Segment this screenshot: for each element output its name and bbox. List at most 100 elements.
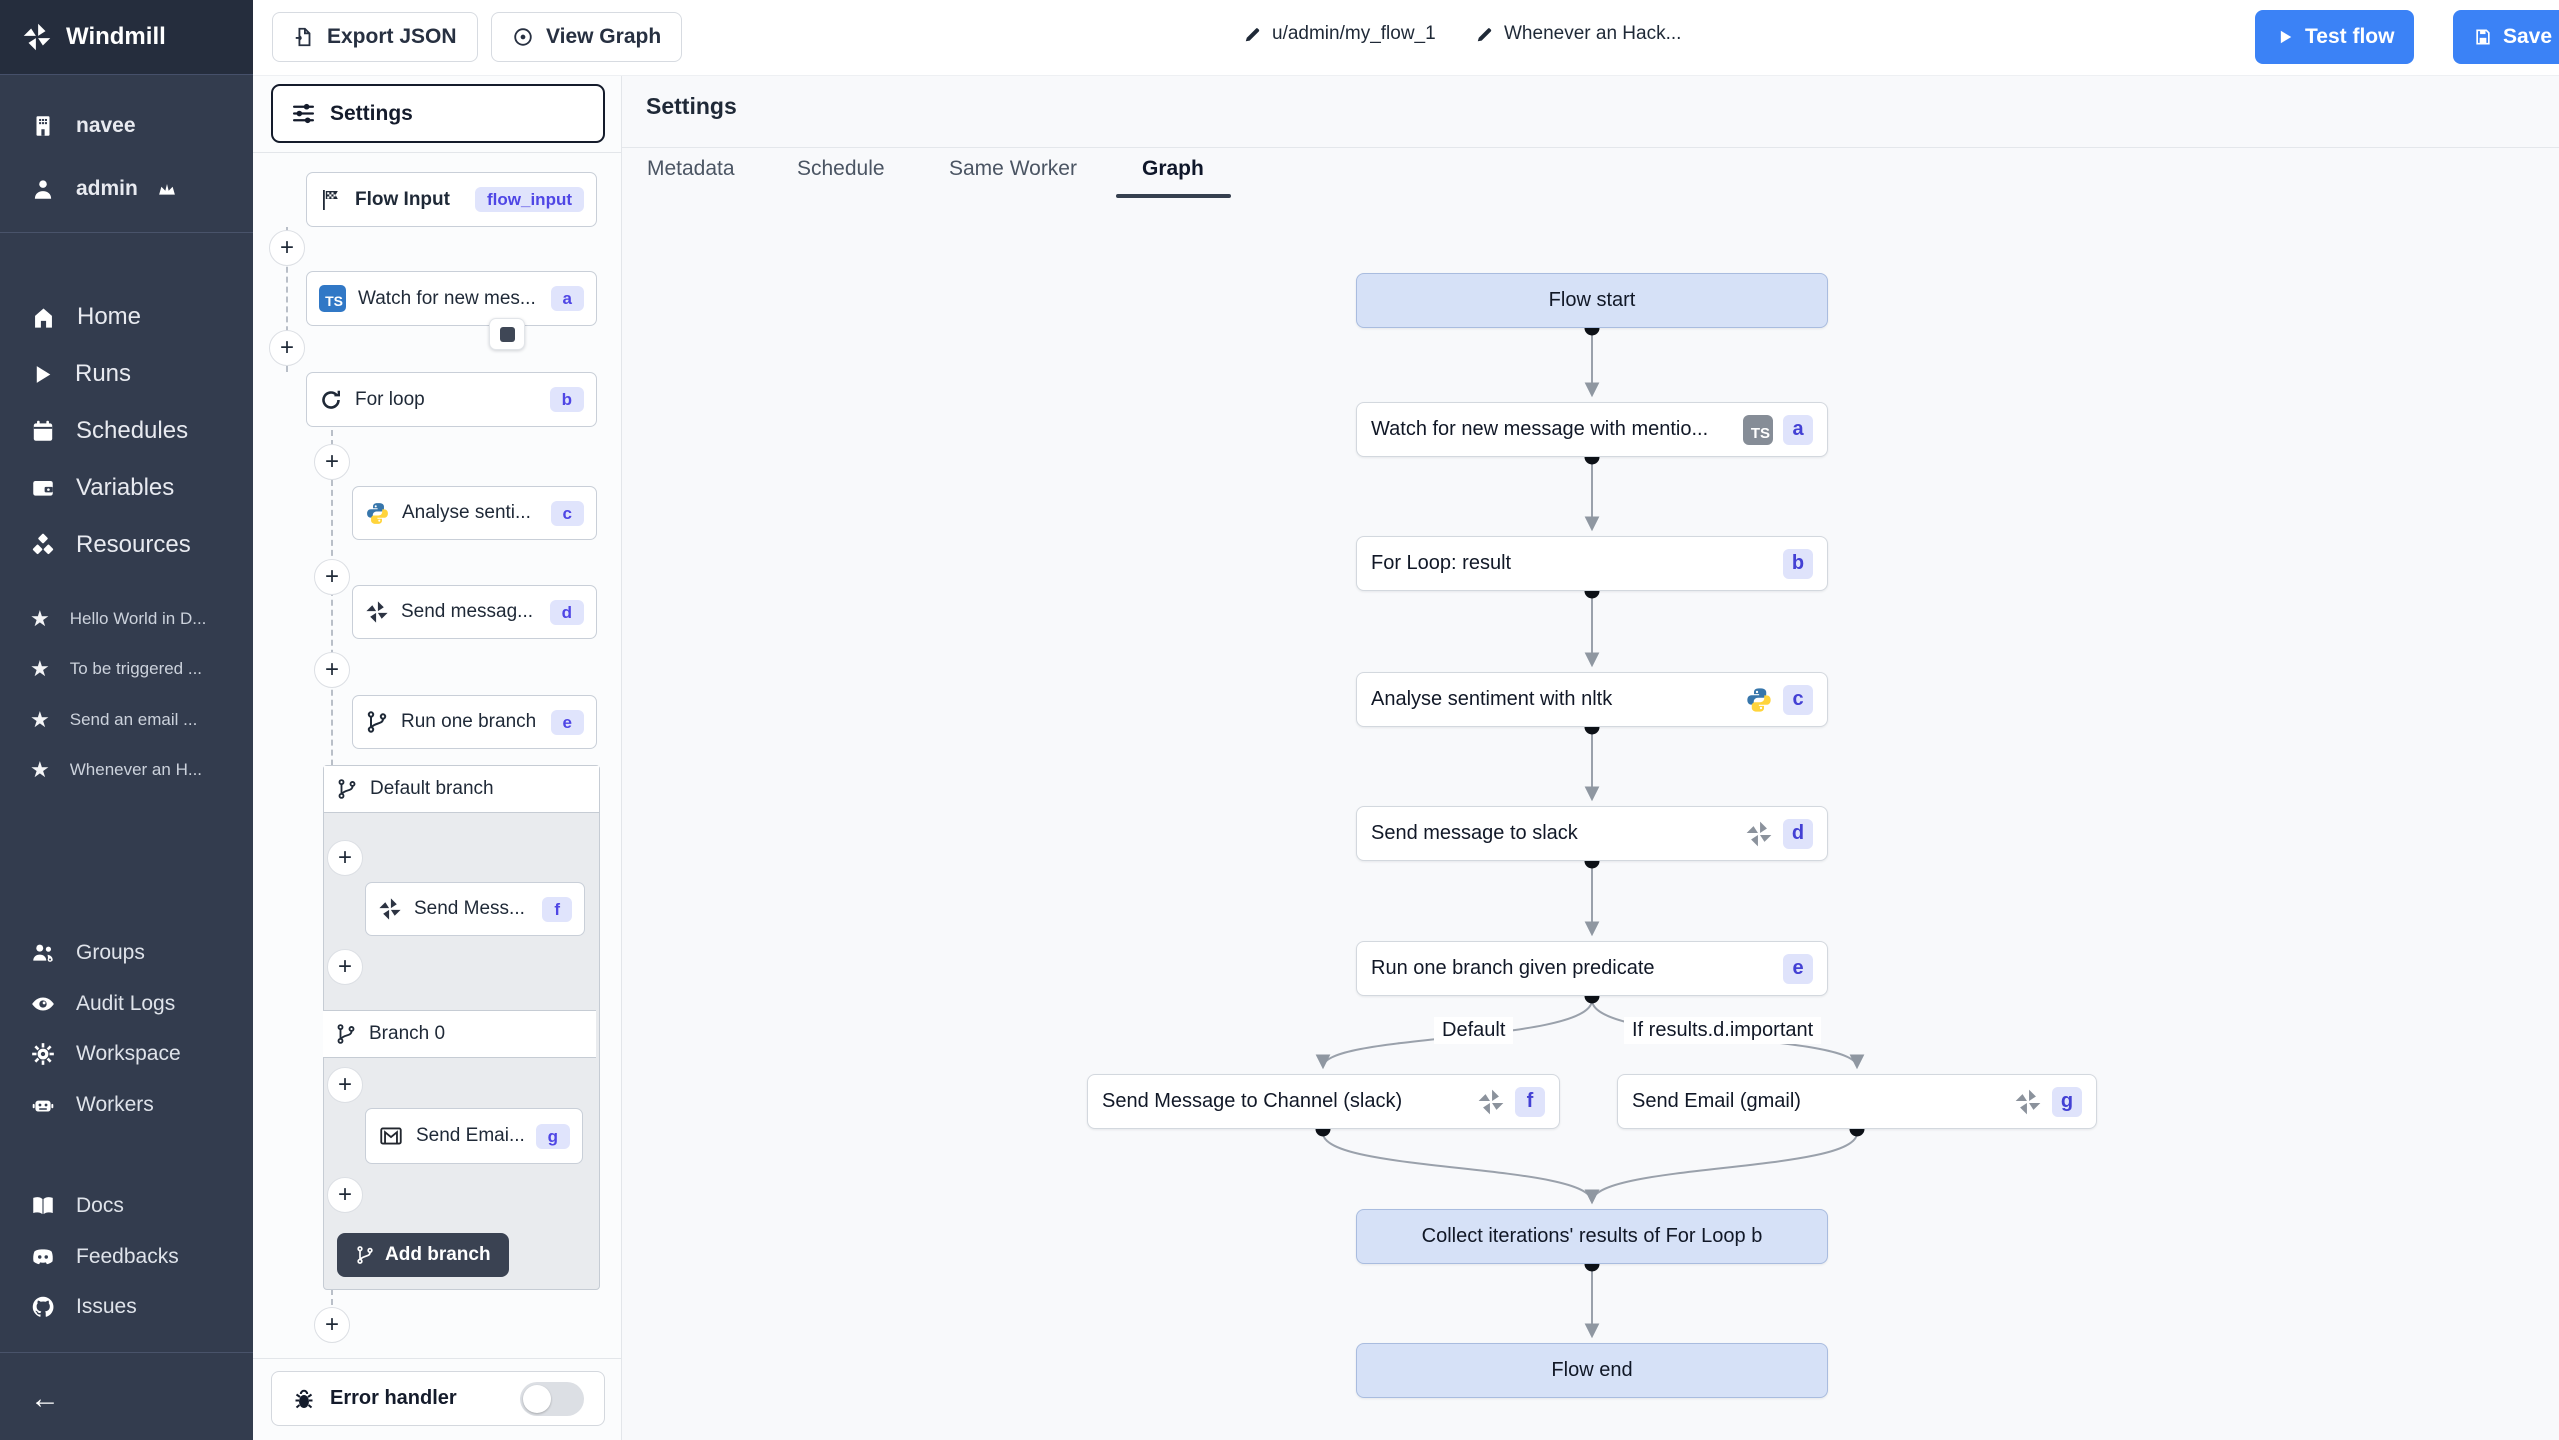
add-step-button[interactable]: + [269,330,305,366]
workspace-switcher[interactable]: navee [0,101,253,151]
graph-node-flow-end[interactable]: Flow end [1356,1343,1828,1398]
sidebar-item-groups[interactable]: Groups [0,928,253,978]
tab-schedule[interactable]: Schedule [797,157,885,180]
step-forloop[interactable]: For loop b [306,372,597,427]
node-label: Send Email (gmail) [1632,1090,1801,1112]
add-step-button[interactable]: + [314,559,350,595]
sidebar-item-label: Home [77,303,142,330]
node-badge: g [2052,1086,2082,1117]
add-step-button[interactable]: + [314,652,350,688]
sidebar-fav-hello-world[interactable]: ★ Hello World in D... [0,599,253,639]
graph-node-collect[interactable]: Collect iterations' results of For Loop … [1356,1209,1828,1264]
export-json-label: Export JSON [327,25,457,48]
sidebar-item-variables[interactable]: Variables [0,463,253,513]
step-send-slack[interactable]: Send messag... d [352,585,597,639]
step-label: For loop [355,388,425,410]
step-run-one-branch[interactable]: Run one branch e [352,695,597,749]
breadcrumb-path[interactable]: u/admin/my_flow_1 [1243,23,1436,45]
step-badge: e [550,709,584,735]
sidebar-item-schedules[interactable]: Schedules [0,406,253,456]
save-button[interactable]: Save [2453,10,2559,64]
add-step-button[interactable]: + [314,444,350,480]
add-branch-label: Add branch [385,1244,491,1265]
sidebar-fav-to-be-triggered[interactable]: ★ To be triggered ... [0,649,253,689]
flow-input-step[interactable]: Flow Input flow_input [306,172,597,227]
save-label: Save [2503,25,2553,48]
sidebar-item-label: Groups [76,941,145,964]
sidebar-item-audit-logs[interactable]: Audit Logs [0,979,253,1029]
sidebar-item-workers[interactable]: Workers [0,1080,253,1130]
drag-handle[interactable] [489,318,525,350]
sidebar: Windmill navee admin Home Runs [0,0,253,1440]
plus-icon: + [337,844,352,871]
bug-icon [292,1387,316,1411]
plus-icon: + [279,334,294,361]
graph-node-d[interactable]: Send message to slack d [1356,806,1828,861]
sidebar-item-feedbacks[interactable]: Feedbacks [0,1232,253,1282]
plus-icon: + [337,953,352,980]
breadcrumb-summary[interactable]: Whenever an Hack... [1475,23,1681,45]
brand-header[interactable]: Windmill [0,0,253,75]
user-icon [34,180,52,199]
add-step-button[interactable]: + [327,949,363,985]
graph-node-b[interactable]: For Loop: result b [1356,536,1828,591]
step-send-message-f[interactable]: Send Mess... f [365,882,585,936]
step-watch[interactable]: TS Watch for new mes... a [306,271,597,326]
book-icon [33,1197,53,1215]
graph-node-c[interactable]: Analyse sentiment with nltk c [1356,672,1828,727]
step-badge: d [549,599,584,625]
step-send-email-g[interactable]: Send Emai... g [365,1108,583,1164]
user-menu[interactable]: admin [0,164,253,214]
sidebar-item-docs[interactable]: Docs [0,1181,253,1231]
topbar: Export JSON View Graph u/admin/my_flow_1… [253,0,2559,76]
sidebar-fav-whenever[interactable]: ★ Whenever an H... [0,750,253,790]
add-step-button[interactable]: + [327,840,363,876]
favorite-label: Whenever an H... [69,760,203,779]
branch0-header[interactable]: Branch 0 [323,1010,596,1058]
flow-summary-label: Whenever an Hack... [1504,23,1682,44]
tab-graph[interactable]: Graph [1142,157,1204,180]
add-step-button[interactable]: + [314,1307,350,1343]
wallet-icon [33,480,53,496]
graph-node-e[interactable]: Run one branch given predicate e [1356,941,1828,996]
sidebar-fav-send-email[interactable]: ★ Send an email ... [0,700,253,740]
step-label: Send Mess... [414,898,525,919]
graph-node-flow-start[interactable]: Flow start [1356,273,1828,328]
graph-node-a[interactable]: Watch for new message with mentio... TS … [1356,402,1828,457]
test-flow-button[interactable]: Test flow [2255,10,2415,64]
graph-node-g[interactable]: Send Email (gmail) g [1617,1074,2097,1129]
add-step-button[interactable]: + [269,230,305,266]
node-badge: a [1783,414,1813,445]
sidebar-item-workspace[interactable]: Workspace [0,1029,253,1079]
step-analyse[interactable]: Analyse senti... c [352,486,597,540]
target-icon [514,28,532,46]
add-step-button[interactable]: + [327,1177,363,1213]
add-step-button[interactable]: + [327,1067,363,1103]
collapse-sidebar-button[interactable]: ← [0,1374,253,1424]
default-branch-header[interactable]: Default branch [324,766,599,813]
tab-same-worker[interactable]: Same Worker [949,157,1077,180]
branch-icon [365,710,389,734]
flag-icon [319,188,343,212]
save-icon [2476,29,2490,45]
gmail-icon [378,1123,404,1149]
sidebar-item-runs[interactable]: Runs [0,349,253,399]
sidebar-item-home[interactable]: Home [0,292,253,342]
robot-icon [32,1100,54,1112]
error-handler-toggle[interactable] [520,1381,584,1416]
add-branch-button[interactable]: Add branch [337,1233,509,1277]
view-graph-button[interactable]: View Graph [491,12,683,62]
windmill-logo-icon [22,22,52,52]
plus-icon: + [337,1071,352,1098]
graph-node-f[interactable]: Send Message to Channel (slack) f [1087,1074,1560,1129]
tab-metadata[interactable]: Metadata [647,157,735,180]
flow-settings-button[interactable]: Settings [271,84,605,143]
sidebar-item-resources[interactable]: Resources [0,520,253,570]
sidebar-item-issues[interactable]: Issues [0,1282,253,1332]
export-json-button[interactable]: Export JSON [272,12,478,62]
node-label: For Loop: result [1371,552,1512,574]
node-badge: e [1783,953,1813,984]
settings-button-label: Settings [330,101,413,125]
node-label: Send message to slack [1371,822,1578,844]
